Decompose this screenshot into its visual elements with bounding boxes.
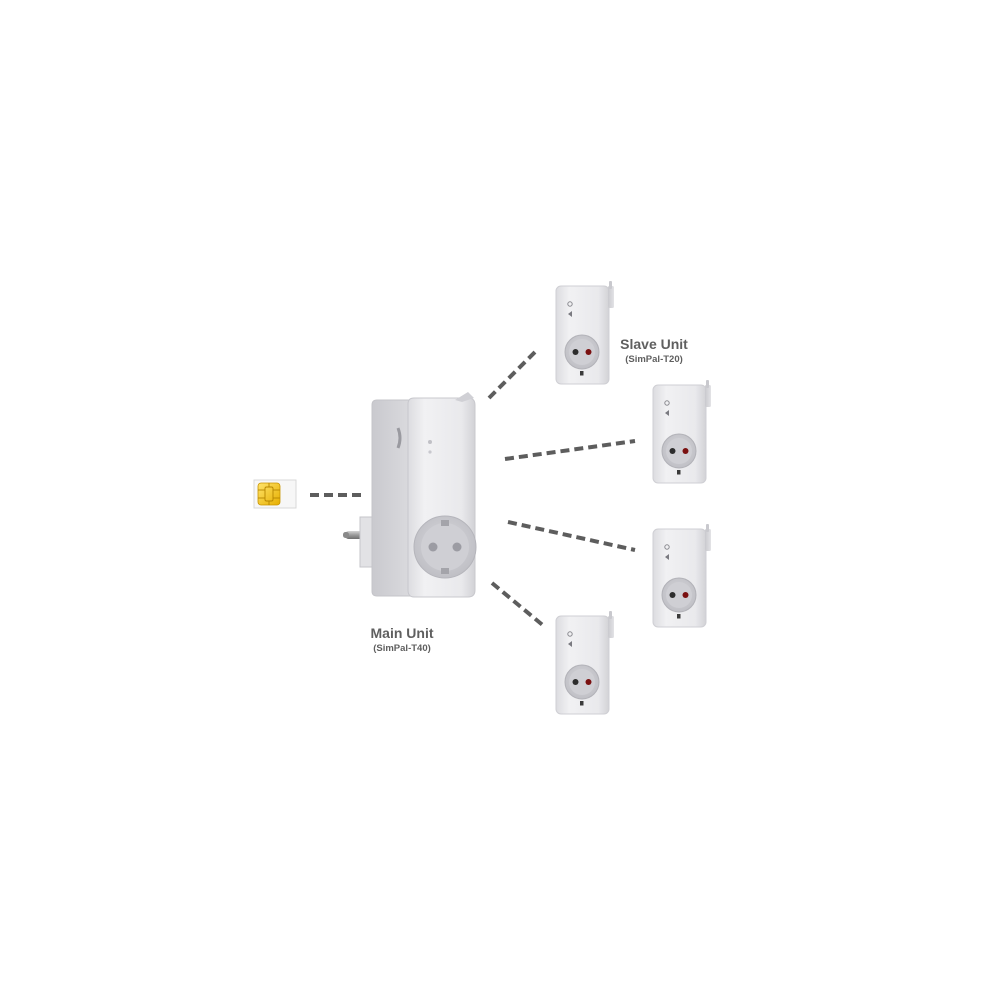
slave-unit-model: (SimPal-T20) (625, 354, 683, 365)
connector-lines (310, 348, 636, 629)
slave-unit-2 (652, 379, 712, 484)
connector-main-to-slave-3 (507, 520, 636, 552)
main-socket-icon (413, 515, 477, 579)
slave-unit-1 (555, 280, 615, 385)
slave-unit-label: Slave Unit (SimPal-T20) (598, 336, 710, 366)
slave-unit-name: Slave Unit (620, 336, 688, 352)
sim-card-icon (253, 479, 297, 509)
main-unit-name: Main Unit (370, 625, 434, 641)
connector-main-to-slave-1 (487, 348, 539, 400)
main-unit-label: Main Unit (SimPal-T40) (340, 625, 464, 655)
slave-unit-3 (652, 523, 712, 628)
main-unit-model: (SimPal-T40) (373, 643, 431, 654)
slave-unit-4 (555, 610, 615, 715)
connector-main-to-slave-4 (490, 581, 547, 629)
connector-main-to-slave-2 (504, 439, 636, 461)
main-unit-device (343, 392, 477, 598)
